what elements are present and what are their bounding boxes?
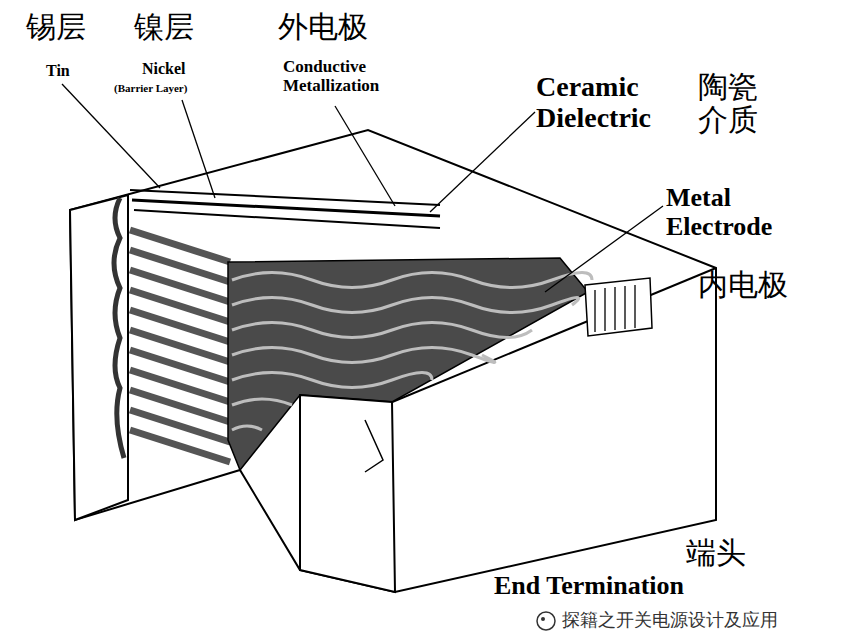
part-label: Ceramic Dielectric	[536, 72, 696, 134]
cutaway-layers	[228, 258, 588, 470]
part-label: Tin	[46, 62, 70, 80]
left-termination	[70, 195, 128, 520]
part-label-cn: 镍层	[134, 10, 194, 43]
part-label-cn: 内电极	[698, 268, 788, 301]
watermark: 探籍之开关电源设计及应用	[562, 610, 778, 630]
part-label-cn: 陶瓷 介质	[698, 70, 770, 136]
watermark-icon	[537, 612, 555, 630]
part-label-cn: 锡层	[26, 10, 86, 43]
part-label: End Termination	[494, 572, 684, 601]
part-label: Conductive Metallization	[283, 58, 453, 95]
front-block	[300, 395, 395, 592]
part-label-cn: 端头	[686, 536, 746, 569]
part-label-cn: 外电极	[278, 10, 368, 43]
part-label: Metal Electrode	[666, 184, 816, 241]
part-label: Nickel	[142, 60, 186, 78]
wavy-layers	[232, 273, 592, 431]
watermark-icon-dot	[541, 617, 545, 621]
part-note: (Barrier Layer)	[114, 82, 187, 94]
right-electrode-lines	[595, 285, 635, 332]
termination-rough-edge	[114, 198, 124, 458]
chip-body	[70, 130, 716, 592]
metallization-stripe	[134, 210, 440, 228]
electrode-stack	[130, 230, 230, 462]
right-electrode-patch	[585, 278, 652, 336]
corner-mark	[365, 420, 383, 472]
